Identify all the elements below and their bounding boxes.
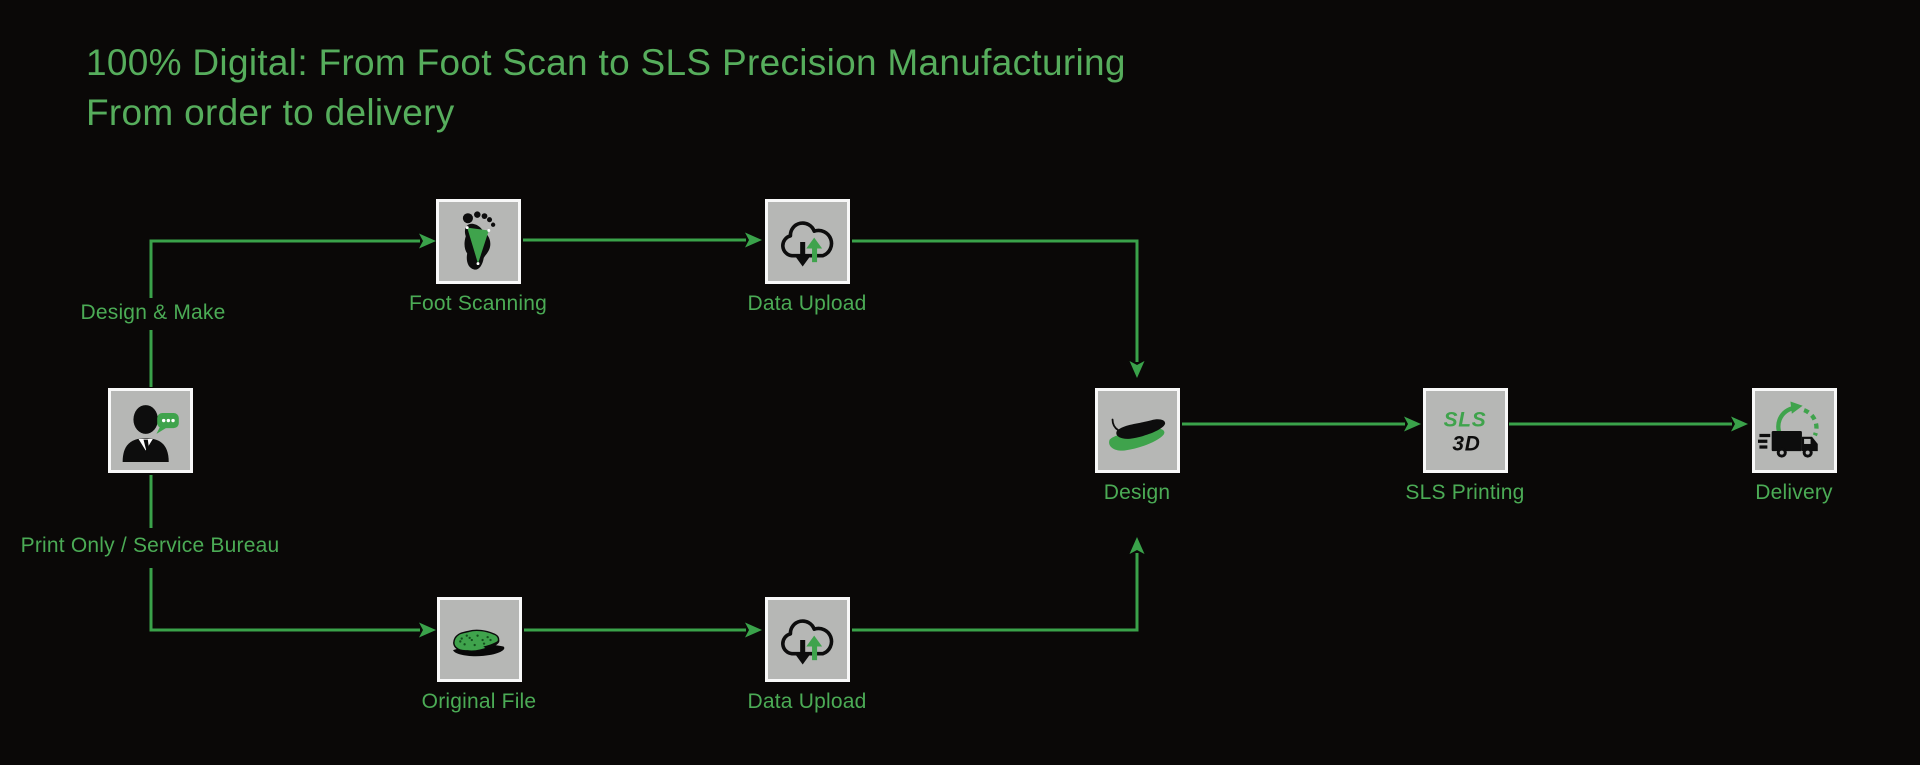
data-upload-top-box (764, 199, 850, 284)
node-design: Design (1017, 388, 1257, 505)
branch-label-design-make: Design & Make (80, 301, 226, 324)
design-label: Design (1103, 481, 1171, 504)
customer-chat-icon (122, 404, 179, 462)
original-file-label: Original File (421, 690, 537, 713)
sls-3d-icon: SLS 3D (1444, 408, 1487, 455)
node-original-file: Original File (359, 597, 599, 714)
sls-icon-text-top: SLS (1444, 408, 1487, 431)
arrowhead-up-to-design (1129, 537, 1145, 554)
foot-scan-icon (462, 210, 496, 270)
delivery-truck-icon (1758, 400, 1819, 458)
node-delivery: Delivery (1674, 388, 1914, 505)
node-data-upload-bottom: Data Upload (687, 597, 927, 714)
data-upload-bottom-label: Data Upload (747, 690, 867, 713)
delivery-box (1751, 388, 1837, 473)
node-customer (30, 388, 270, 473)
sls-icon-text-bottom: 3D (1452, 432, 1480, 455)
foot-scanning-box (435, 199, 521, 284)
arrowhead-down-to-design (1129, 361, 1145, 378)
sls-printing-label: SLS Printing (1405, 481, 1525, 504)
node-sls-printing: SLS 3D SLS Printing (1345, 388, 1585, 505)
branch-label-print-only: Print Only / Service Bureau (20, 534, 280, 557)
node-data-upload-top: Data Upload (687, 199, 927, 316)
insole-design-icon (1109, 418, 1166, 451)
customer-box (107, 388, 193, 473)
data-upload-bottom-box (764, 597, 850, 682)
design-box (1094, 388, 1180, 473)
page-title-line1: 100% Digital: From Foot Scan to SLS Prec… (86, 42, 1126, 83)
page-title-line2: From order to delivery (86, 92, 455, 133)
cloud-upload-icon (781, 618, 834, 664)
insole-file-icon (453, 629, 505, 656)
page-title: 100% Digital: From Foot Scan to SLS Prec… (86, 38, 1126, 138)
original-file-box (436, 597, 522, 682)
cloud-upload-icon (781, 220, 834, 266)
delivery-label: Delivery (1755, 481, 1833, 504)
sls-printing-box: SLS 3D (1422, 388, 1508, 473)
data-upload-top-label: Data Upload (747, 292, 867, 315)
node-foot-scanning: Foot Scanning (358, 199, 598, 316)
foot-scanning-label: Foot Scanning (408, 292, 548, 315)
